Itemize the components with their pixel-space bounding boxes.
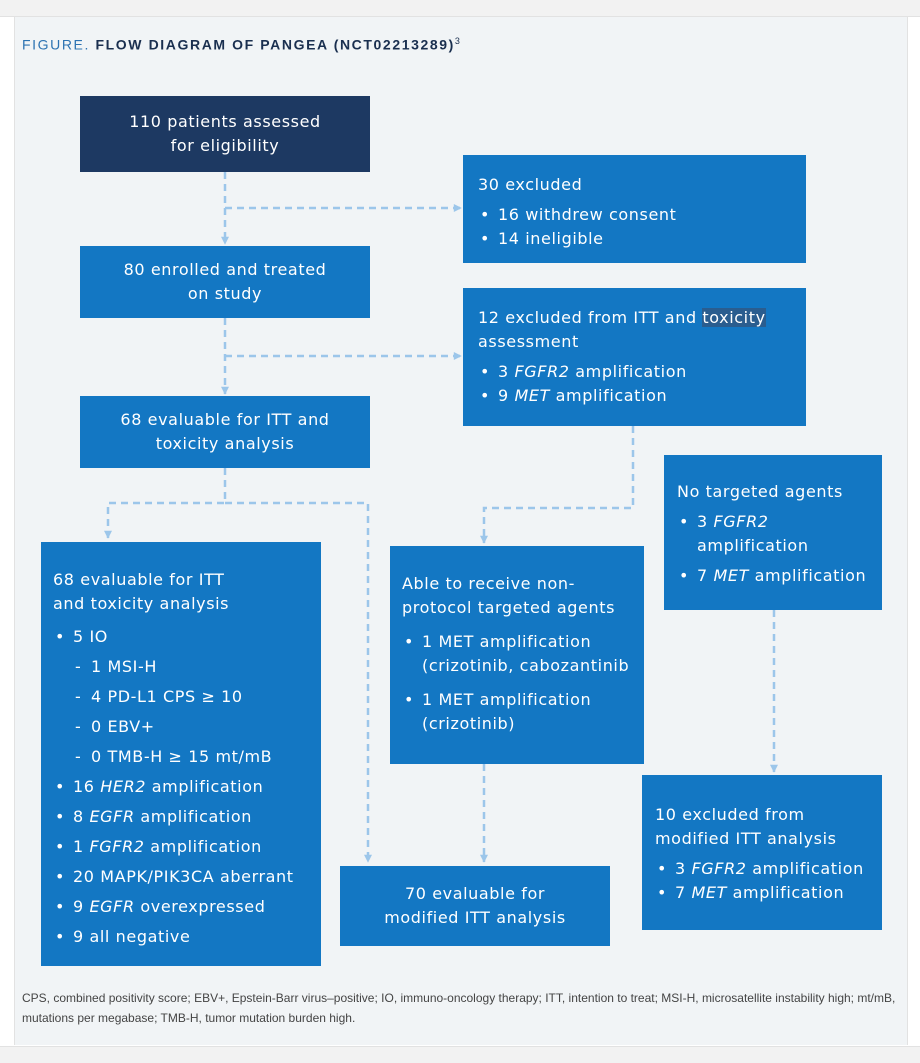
node-assessed: 110 patients assessed for eligibility bbox=[80, 96, 370, 172]
node-detail68-item: 9 EGFR overexpressed bbox=[53, 892, 321, 922]
node-evaluable70-line1: 70 evaluable for bbox=[404, 884, 546, 903]
page-bottom-strip bbox=[0, 1046, 920, 1063]
connector-excluded12-to-nonprotocol bbox=[480, 426, 635, 544]
connector-evaluable68-to-detail68 bbox=[104, 468, 227, 539]
node-enrolled-line2: on study bbox=[187, 284, 263, 303]
node-assessed-line1: 110 patients assessed bbox=[129, 112, 321, 131]
node-excluded12-title-a: 12 excluded from ITT and bbox=[478, 308, 697, 327]
node-excluded10-title-line1: 10 excluded from bbox=[655, 805, 805, 824]
node-excluded30-title: 30 excluded bbox=[478, 175, 583, 194]
node-no-targeted-title: No targeted agents bbox=[677, 482, 843, 501]
node-excluded12: 12 excluded from ITT and toxicity assess… bbox=[463, 288, 806, 426]
node-nonprotocol-title-line2: protocol targeted agents bbox=[402, 598, 616, 617]
figure-title: FIGURE. FLOW DIAGRAM OF PANGEA (NCT02213… bbox=[22, 36, 462, 53]
node-detail68-item: 8 EGFR amplification bbox=[53, 802, 321, 832]
node-excluded10-item: 7 MET amplification bbox=[655, 881, 882, 905]
node-evaluable68: 68 evaluable for ITT and toxicity analys… bbox=[80, 396, 370, 468]
node-detail68-io: 5 IO bbox=[53, 622, 321, 652]
node-detail68-item: 1 FGFR2 amplification bbox=[53, 832, 321, 862]
node-excluded10-title-line2: modified ITT analysis bbox=[655, 829, 837, 848]
node-excluded30: 30 excluded 16 withdrew consent 14 ineli… bbox=[463, 155, 806, 263]
figure-label: FIGURE. bbox=[22, 36, 90, 53]
node-excluded30-item: 14 ineligible bbox=[478, 227, 806, 251]
node-excluded10: 10 excluded from modified ITT analysis 3… bbox=[642, 775, 882, 930]
node-excluded12-item: 9 MET amplification bbox=[478, 384, 806, 408]
node-nonprotocol-item: 1 MET amplification(crizotinib, cabozant… bbox=[402, 630, 644, 678]
figure-title-text: FLOW DIAGRAM OF PANGEA (NCT02213289) bbox=[95, 36, 455, 53]
node-detail68-item: 9 all negative bbox=[53, 922, 321, 952]
node-detail68-item: 20 MAPK/PIK3CA aberrant bbox=[53, 862, 321, 892]
node-evaluable68-line1: 68 evaluable for ITT and bbox=[120, 410, 330, 429]
page-top-strip bbox=[0, 0, 920, 17]
node-no-targeted: No targeted agents 3 FGFR2amplification … bbox=[664, 455, 882, 610]
node-excluded30-item: 16 withdrew consent bbox=[478, 203, 806, 227]
node-evaluable70: 70 evaluable for modified ITT analysis bbox=[340, 866, 610, 946]
figure-reference: 3 bbox=[454, 36, 462, 46]
node-detail68: 68 evaluable for ITT and toxicity analys… bbox=[41, 542, 321, 966]
node-detail68-io-sub: 0 TMB-H ≥ 15 mt/mB bbox=[53, 742, 321, 772]
node-nonprotocol: Able to receive non- protocol targeted a… bbox=[390, 546, 644, 764]
node-excluded12-title: 12 excluded from ITT and toxicity bbox=[478, 306, 806, 330]
node-excluded10-item: 3 FGFR2 amplification bbox=[655, 857, 882, 881]
node-nonprotocol-item: 1 MET amplification(crizotinib) bbox=[402, 688, 644, 736]
node-detail68-title-line1: 68 evaluable for ITT bbox=[53, 570, 225, 589]
node-excluded12-item: 3 FGFR2 amplification bbox=[478, 360, 806, 384]
node-enrolled-line1: 80 enrolled and treated bbox=[123, 260, 327, 279]
node-evaluable70-line2: modified ITT analysis bbox=[384, 908, 566, 927]
node-detail68-io-sub: 0 EBV+ bbox=[53, 712, 321, 742]
node-excluded12-title-highlight: toxicity bbox=[702, 308, 766, 327]
node-assessed-line2: for eligibility bbox=[170, 136, 280, 155]
node-evaluable68-line2: toxicity analysis bbox=[155, 434, 295, 453]
node-detail68-title-line2: and toxicity analysis bbox=[53, 594, 230, 613]
node-excluded12-title-b: assessment bbox=[478, 332, 579, 351]
node-no-targeted-item: 7 MET amplification bbox=[677, 564, 882, 588]
footnote: CPS, combined positivity score; EBV+, Ep… bbox=[22, 991, 896, 1025]
node-enrolled: 80 enrolled and treated on study bbox=[80, 246, 370, 318]
node-detail68-io-sub: 1 MSI-H bbox=[53, 652, 321, 682]
node-detail68-item: 16 HER2 amplification bbox=[53, 772, 321, 802]
node-detail68-io-sub: 4 PD-L1 CPS ≥ 10 bbox=[53, 682, 321, 712]
node-nonprotocol-title-line1: Able to receive non- bbox=[402, 574, 576, 593]
